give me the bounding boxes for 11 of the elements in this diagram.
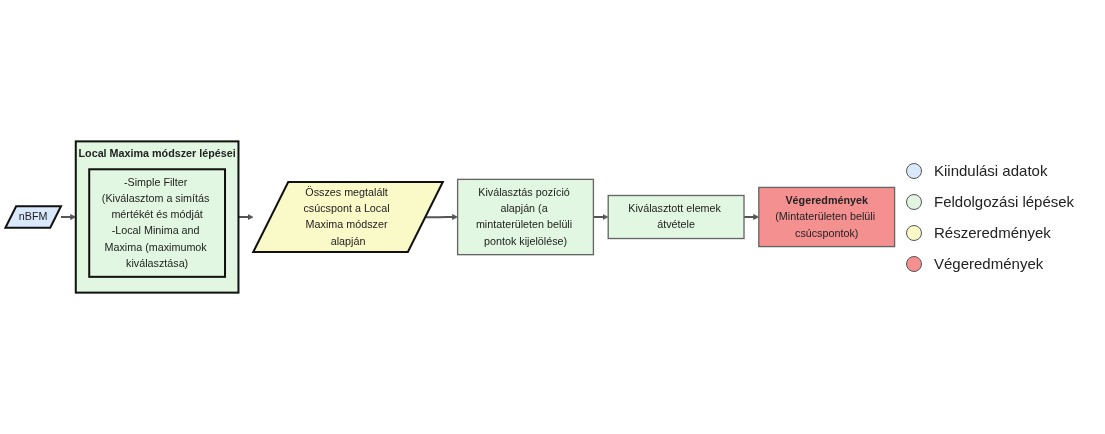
legend-label: Kiindulási adatok [934, 162, 1048, 179]
arrow [593, 214, 609, 220]
legend-label: Végeredmények [934, 255, 1044, 272]
node-box: Kiválasztás pozíció alapján (a mintaterületen belüli pontok kijelölése) [456, 178, 595, 256]
legend-label: Részeredmények [934, 224, 1051, 241]
node-box: Végeredmények (Mintaterületen belüli csúcspontok) [758, 186, 896, 248]
legend-label: Feldolgozási lépések [934, 193, 1075, 210]
arrow [425, 214, 458, 220]
node-box: Kiválasztott elemek átvétele [607, 194, 745, 240]
arrow [238, 214, 254, 220]
node-box: -Simple Filter (Kiválasztom a simítás mértékét és módját -Local Minima and Maxima (maximumok kiválasztása) [88, 168, 227, 278]
